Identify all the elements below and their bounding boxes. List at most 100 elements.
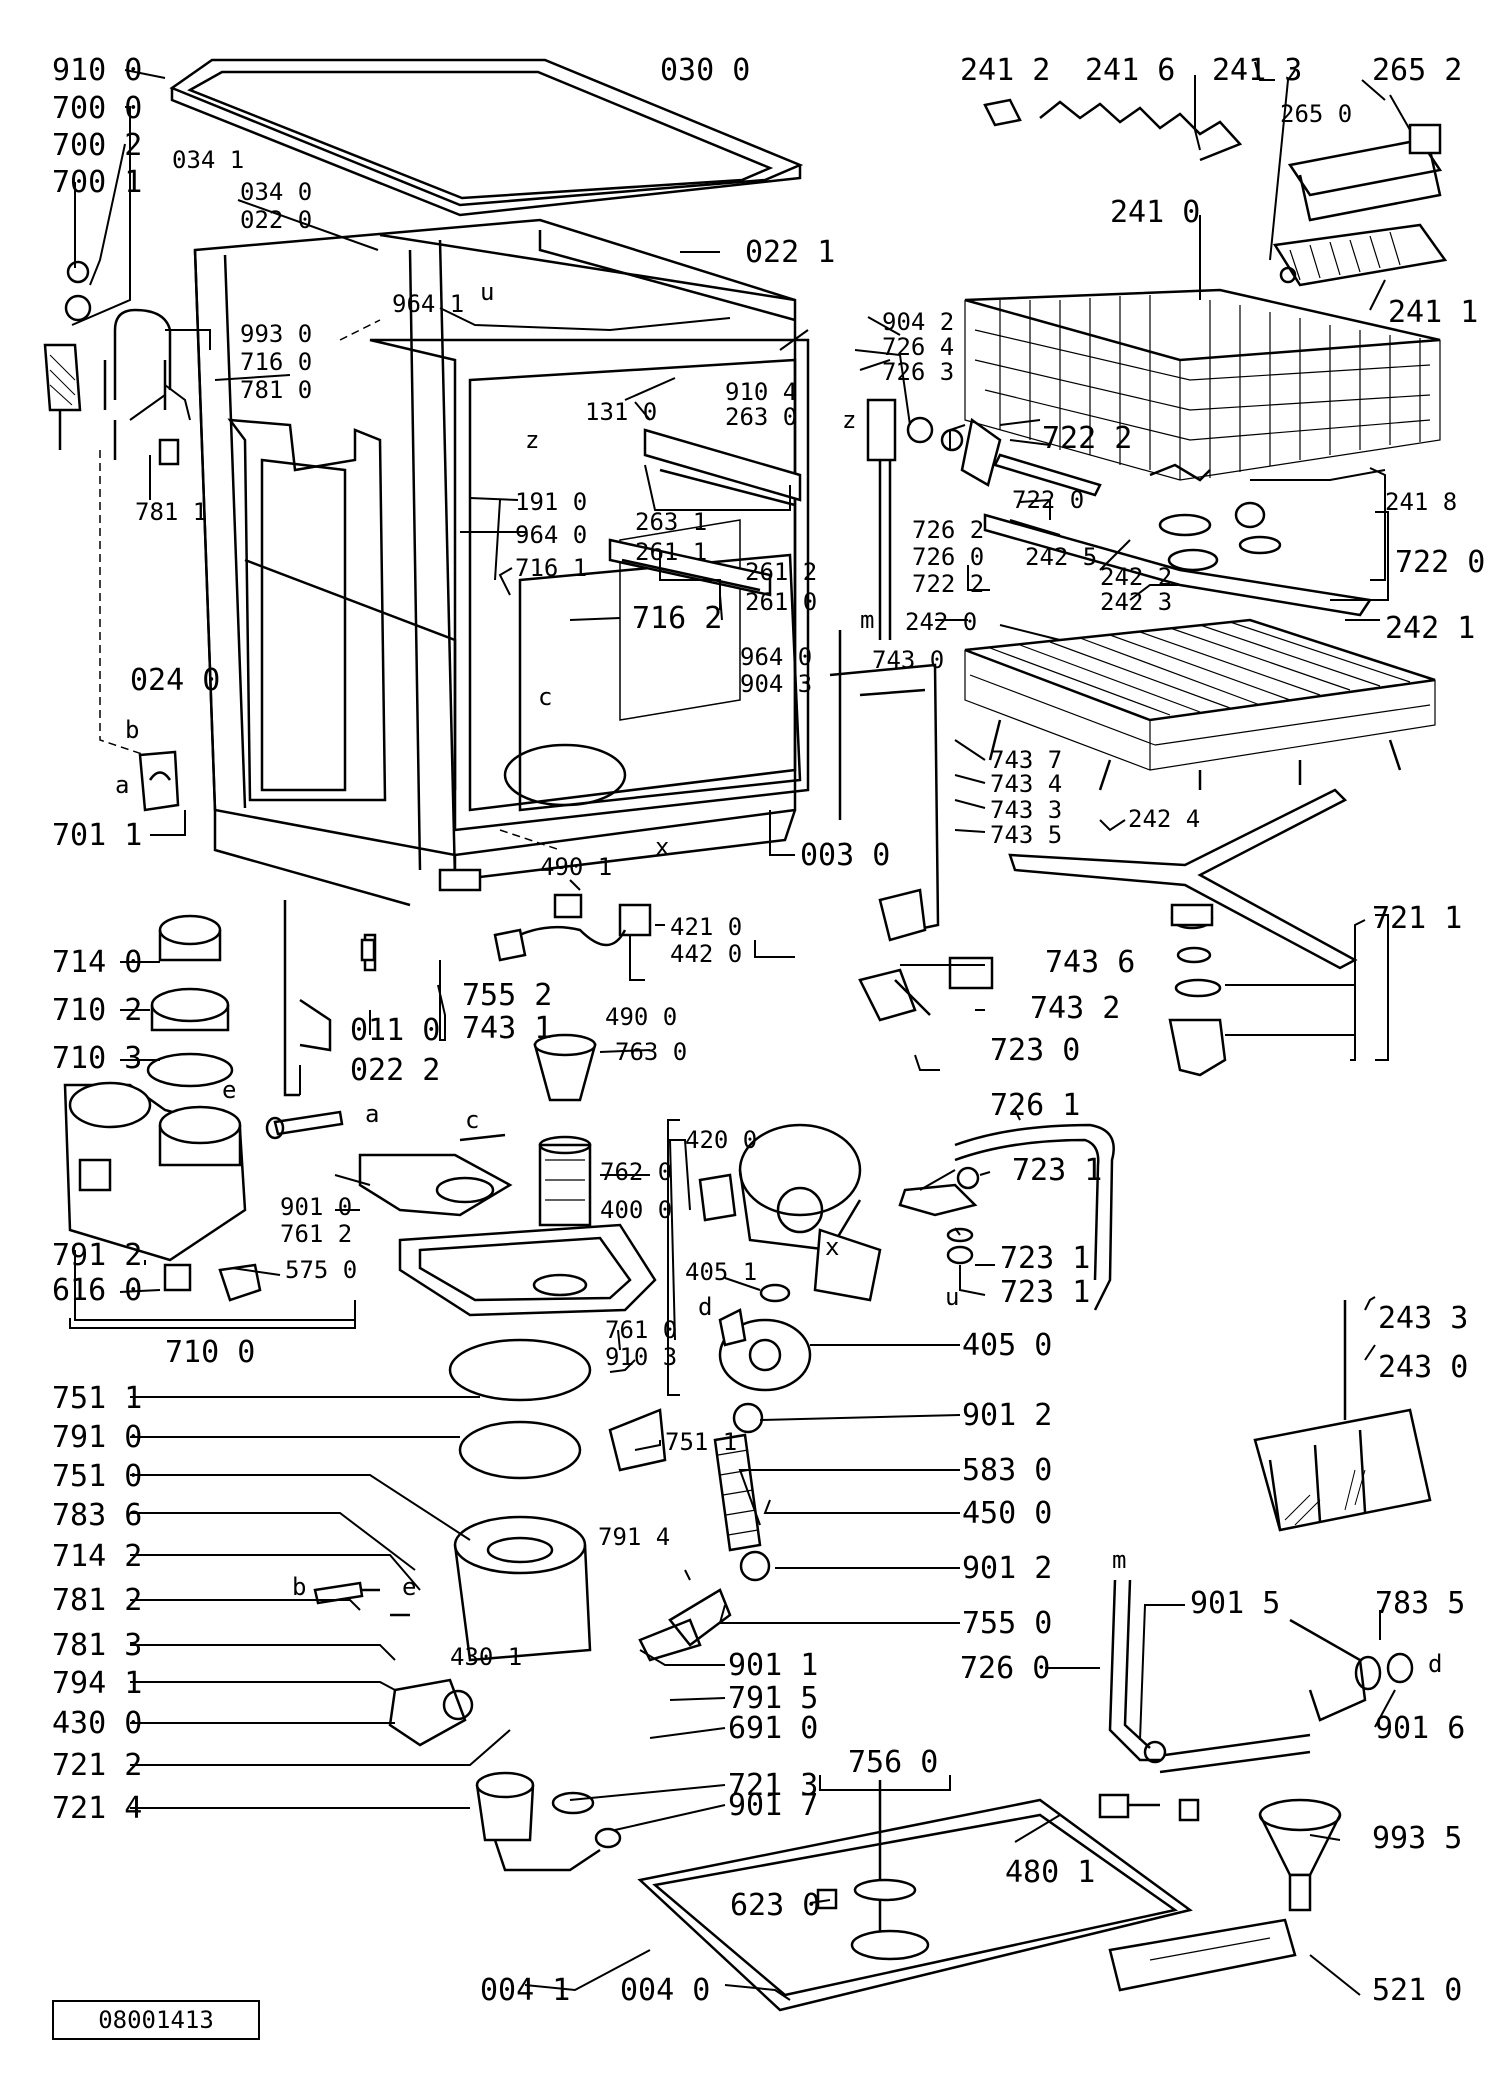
label-722-2-b: 722 2	[1042, 421, 1132, 456]
label-751-1-a: 751 1	[52, 1381, 142, 1416]
label-781-0: 781 0	[240, 376, 312, 404]
label-743-2: 743 2	[1030, 991, 1120, 1026]
label-755-0: 755 0	[962, 1606, 1052, 1641]
label-024-0: 024 0	[130, 663, 220, 698]
label-442-0: 442 0	[670, 940, 742, 968]
label-714-0: 714 0	[52, 945, 142, 980]
label-723-0: 723 0	[990, 1033, 1080, 1068]
label-490-1: 490 1	[540, 853, 612, 881]
marker-u-1: u	[480, 278, 494, 306]
label-726-0-b: 726 0	[960, 1651, 1050, 1686]
label-261-0: 261 0	[745, 588, 817, 616]
marker-u-2: u	[945, 1283, 959, 1311]
label-710-0: 710 0	[165, 1335, 255, 1370]
marker-e-1: e	[222, 1076, 236, 1104]
label-030-0: 030 0	[660, 53, 750, 88]
label-791-0: 791 0	[52, 1420, 142, 1455]
label-721-3: 721 3	[728, 1768, 818, 1803]
worktop-lid	[169, 58, 804, 217]
upper-spray-arm	[983, 453, 1373, 617]
heater-hose	[638, 1402, 771, 1662]
label-964-0-b: 964 0	[740, 643, 812, 671]
label-993-5: 993 5	[1372, 1821, 1462, 1856]
label-783-6: 783 6	[52, 1498, 142, 1533]
filters	[533, 1033, 597, 1227]
label-723-1-a: 723 1	[1012, 1153, 1102, 1188]
marker-z-1: z	[525, 426, 539, 454]
gasket-791	[458, 1420, 582, 1480]
label-964-1: 964 1	[392, 290, 464, 318]
label-791-5: 791 5	[728, 1681, 818, 1716]
label-721-4: 721 4	[52, 1791, 142, 1826]
label-261-2: 261 2	[745, 558, 817, 586]
marker-c-2: c	[465, 1106, 479, 1134]
label-034-0: 034 0	[240, 178, 312, 206]
label-243-3: 243 3	[1378, 1301, 1468, 1336]
label-721-2: 721 2	[52, 1748, 142, 1783]
label-763-0: 763 0	[615, 1038, 687, 1066]
drain-pump	[718, 1283, 812, 1392]
label-710-2: 710 2	[52, 993, 142, 1028]
label-261-1: 261 1	[635, 538, 707, 566]
label-721-1: 721 1	[1372, 901, 1462, 936]
label-263-0: 263 0	[725, 403, 797, 431]
float-plate	[358, 1133, 513, 1217]
pump-motor	[698, 1123, 882, 1302]
label-743-3: 743 3	[990, 796, 1062, 824]
sump-housing	[453, 1408, 667, 1662]
label-405-1: 405 1	[685, 1258, 757, 1286]
label-901-2-b: 901 2	[962, 1551, 1052, 1586]
label-700-2: 700 2	[52, 128, 142, 163]
regen-hose	[898, 1123, 1115, 1311]
label-723-1-c: 723 1	[1000, 1275, 1090, 1310]
label-242-2: 242 2	[1100, 563, 1172, 591]
reference-code-box: 08001413	[52, 2000, 260, 2040]
marker-b-1: b	[125, 716, 139, 744]
cutlery-basket	[1253, 1300, 1432, 1532]
label-430-1: 430 1	[450, 1643, 522, 1671]
label-583-0: 583 0	[962, 1453, 1052, 1488]
label-022-2: 022 2	[350, 1053, 440, 1088]
marker-c-1: c	[538, 683, 552, 711]
label-575-0: 575 0	[285, 1256, 357, 1284]
label-743-4: 743 4	[990, 770, 1062, 798]
label-700-0: 700 0	[52, 91, 142, 126]
label-716-1: 716 1	[515, 554, 587, 582]
label-521-0: 521 0	[1372, 1973, 1462, 2008]
label-623-0: 623 0	[730, 1888, 820, 1923]
label-910-4: 910 4	[725, 378, 797, 406]
marker-d-2: d	[1428, 1650, 1442, 1678]
label-722-0-a: 722 0	[1012, 486, 1084, 514]
label-791-2: 791 2	[52, 1238, 142, 1273]
label-034-1: 034 1	[172, 146, 244, 174]
label-265-0: 265 0	[1280, 100, 1352, 128]
label-756-0: 756 0	[848, 1745, 938, 1780]
label-794-1: 794 1	[52, 1666, 142, 1701]
label-904-3: 904 3	[740, 670, 812, 698]
gasket-751	[448, 1338, 592, 1402]
label-420-0: 420 0	[685, 1126, 757, 1154]
label-964-0-a: 964 0	[515, 521, 587, 549]
label-700-1: 700 1	[52, 165, 142, 200]
part-labels: 910 0 700 0 700 2 700 1 034 1 034 0 022 …	[52, 53, 1485, 2008]
label-901-6: 901 6	[1375, 1711, 1465, 1746]
label-480-1: 480 1	[1005, 1855, 1095, 1890]
label-691-0: 691 0	[728, 1711, 818, 1746]
marker-a-2: a	[365, 1100, 379, 1128]
label-421-0: 421 0	[670, 913, 742, 941]
label-242-0: 242 0	[905, 608, 977, 636]
drain-valve	[313, 1581, 474, 1747]
lower-spray-arm	[1008, 788, 1358, 1077]
marker-m-1: m	[860, 606, 874, 634]
label-910-3: 910 3	[605, 1343, 677, 1371]
label-616-0: 616 0	[52, 1273, 142, 1308]
label-004-0: 004 0	[620, 1973, 710, 2008]
label-722-2-a: 722 2	[912, 570, 984, 598]
label-901-1: 901 1	[728, 1648, 818, 1683]
label-726-4: 726 4	[882, 333, 954, 361]
label-242-4: 242 4	[1128, 805, 1200, 833]
tub-cabinet	[193, 218, 810, 907]
sump-plate	[398, 1223, 657, 1317]
label-901-5: 901 5	[1190, 1586, 1280, 1621]
label-726-2: 726 2	[912, 516, 984, 544]
